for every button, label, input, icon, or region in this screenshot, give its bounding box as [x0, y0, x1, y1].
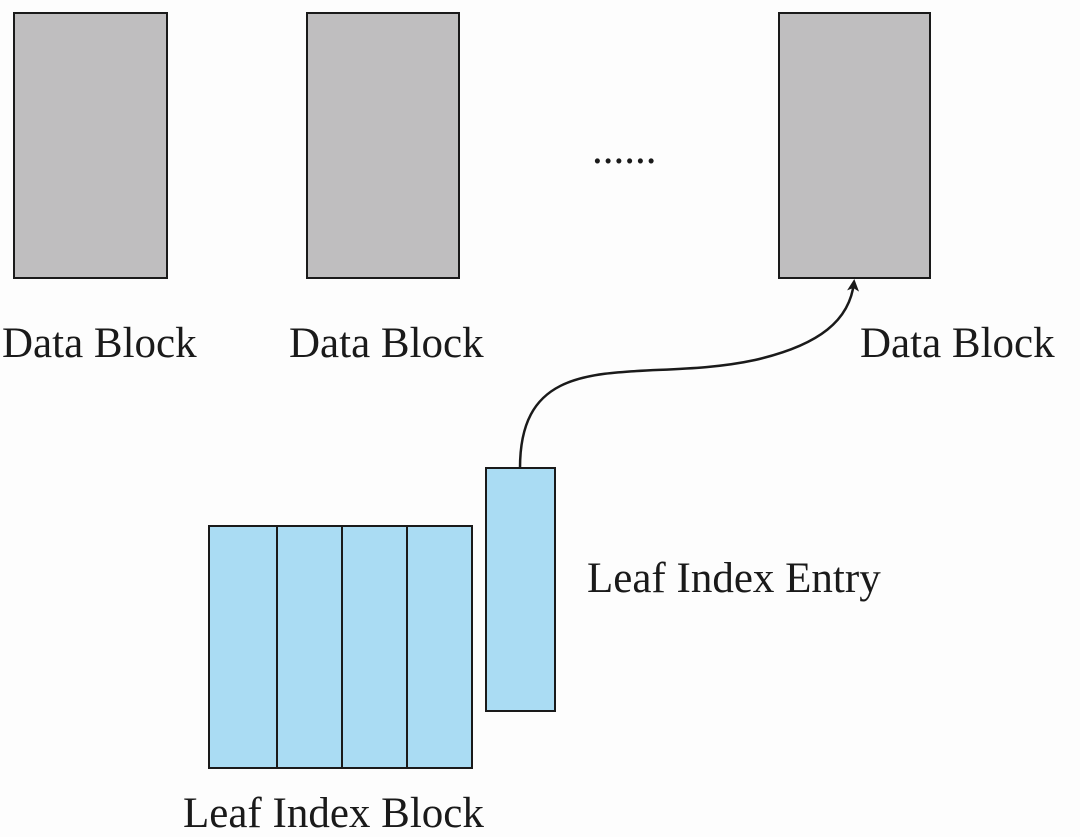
data-block-1	[13, 12, 168, 279]
leaf-index-block-segment-4	[406, 525, 473, 769]
data-block-2	[306, 12, 460, 279]
leaf-index-block	[208, 525, 473, 769]
data-block-label-1: Data Block	[2, 320, 197, 367]
data-block-label-2: Data Block	[289, 320, 484, 367]
data-block-label-3: Data Block	[860, 320, 1055, 367]
leaf-index-entry-label: Leaf Index Entry	[587, 555, 881, 602]
leaf-index-block-segment-3	[341, 525, 408, 769]
ellipsis: ......	[592, 126, 657, 173]
pointer-arrow	[518, 279, 860, 469]
leaf-index-entry	[485, 467, 556, 712]
data-block-3	[778, 12, 931, 279]
leaf-index-block-segment-1	[208, 525, 278, 769]
leaf-index-block-segment-2	[276, 525, 343, 769]
leaf-index-block-label: Leaf Index Block	[183, 790, 484, 837]
